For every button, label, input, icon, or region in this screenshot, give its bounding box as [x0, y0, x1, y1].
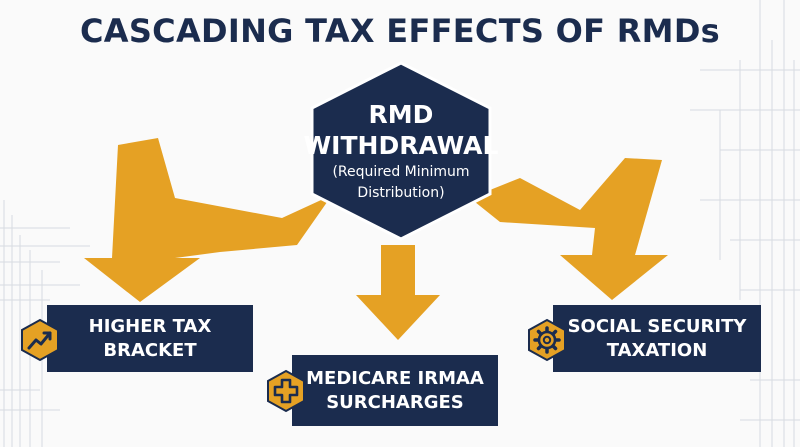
rmd-withdrawal-hexagon: RMD WITHDRAWAL (Required Minimum Distrib…: [303, 60, 499, 242]
trending-up-icon: [21, 318, 59, 362]
center-arrow: [356, 245, 440, 340]
medicare-irmaa-box: MEDICARE IRMAA SURCHARGES: [292, 355, 498, 426]
box-label-line2: BRACKET: [103, 339, 197, 361]
higher-tax-bracket-box: HIGHER TAX BRACKET: [47, 305, 253, 372]
hex-title-withdrawal: WITHDRAWAL: [303, 131, 499, 160]
social-security-box: SOCIAL SECURITY TAXATION: [553, 305, 761, 372]
hex-subtitle-line2: Distribution): [357, 185, 445, 201]
box-label-line1: MEDICARE IRMAA: [306, 367, 484, 389]
hex-title-rmd: RMD: [368, 100, 434, 129]
box-label-line1: SOCIAL SECURITY: [567, 315, 747, 337]
gear-icon: [528, 318, 566, 362]
left-arrow: [84, 138, 332, 302]
box-label-line2: SURCHARGES: [326, 391, 464, 413]
right-arrow: [470, 158, 668, 300]
medical-cross-icon: [267, 369, 305, 413]
page-title: CASCADING TAX EFFECTS OF RMDs: [79, 12, 721, 50]
hex-subtitle-line1: (Required Minimum: [332, 164, 470, 180]
box-label-line2: TAXATION: [606, 339, 708, 361]
box-label-line1: HIGHER TAX: [88, 315, 212, 337]
